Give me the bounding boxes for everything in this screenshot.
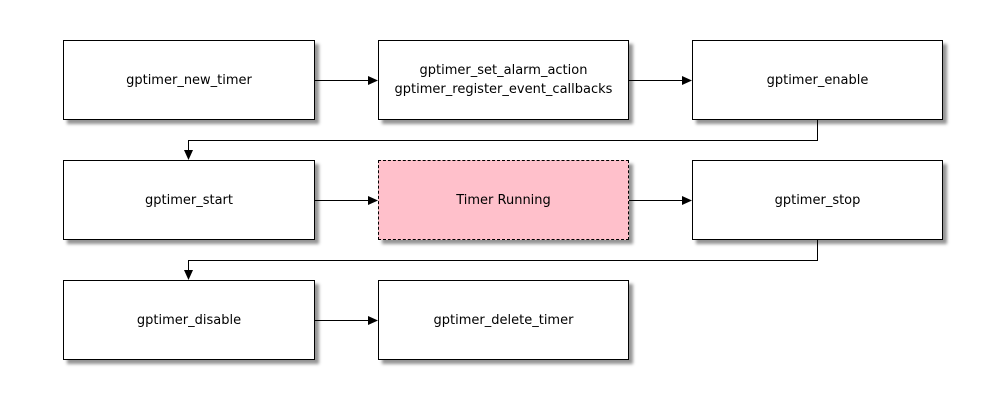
node-timer-running: Timer Running: [378, 160, 629, 240]
edge-stop-disable: [188, 240, 818, 271]
node-label: gptimer_stop: [774, 192, 861, 208]
node-label: gptimer_enable: [766, 72, 869, 88]
arrowheads: [184, 76, 692, 325]
arrowhead-right-icon: [682, 196, 692, 205]
node-gptimer-stop: gptimer_stop: [692, 160, 943, 240]
node-gptimer-start: gptimer_start: [63, 160, 315, 240]
arrowhead-right-icon: [368, 196, 378, 205]
node-gptimer-delete-timer: gptimer_delete_timer: [378, 280, 629, 360]
arrowhead-down-icon: [184, 150, 193, 160]
arrowhead-right-icon: [368, 316, 378, 325]
node-label: gptimer_start: [145, 192, 233, 208]
node-gptimer-disable: gptimer_disable: [63, 280, 315, 360]
arrowhead-down-icon: [184, 270, 193, 280]
edge-enable-start: [188, 120, 818, 151]
node-label: gptimer_delete_timer: [433, 312, 574, 328]
node-label: Timer Running: [456, 192, 551, 208]
node-label-line1: gptimer_set_alarm_action: [419, 63, 588, 78]
node-label: gptimer_new_timer: [126, 72, 252, 88]
node-label: gptimer_disable: [136, 312, 242, 328]
node-gptimer-new-timer: gptimer_new_timer: [63, 40, 315, 120]
node-gptimer-enable: gptimer_enable: [692, 40, 943, 120]
connector-lines: [188, 80, 818, 321]
node-label-line2: gptimer_register_event_callbacks: [394, 82, 613, 97]
arrowhead-right-icon: [368, 76, 378, 85]
arrowhead-right-icon: [682, 76, 692, 85]
node-gptimer-set-alarm-action: gptimer_set_alarm_action gptimer_registe…: [378, 40, 629, 120]
